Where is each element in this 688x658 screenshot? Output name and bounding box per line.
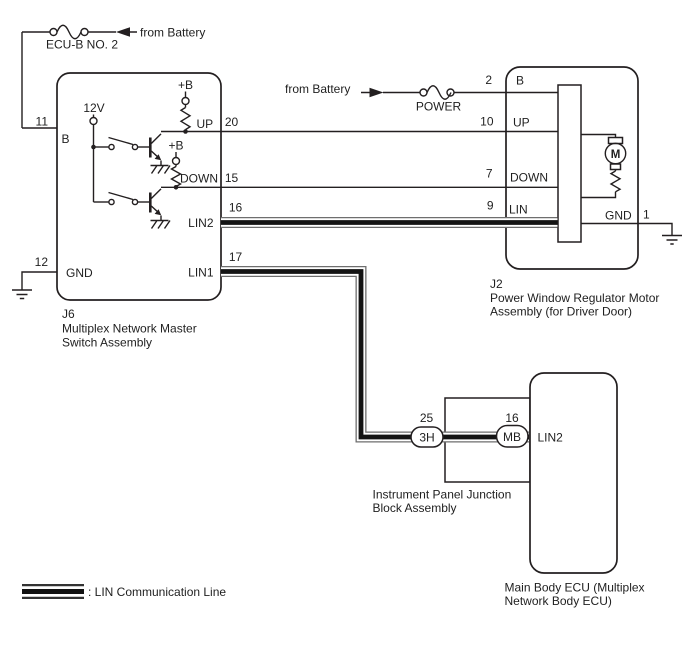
legend: : LIN Communication Line xyxy=(22,584,226,599)
earth-ground-icon xyxy=(12,289,32,300)
earth-ground-icon xyxy=(662,234,682,245)
j6-up-label: UP xyxy=(197,117,214,131)
motor-return-wire xyxy=(581,191,617,199)
gnd12-wire xyxy=(21,271,57,290)
j6-lin1-label: LIN1 xyxy=(188,266,214,280)
resistor-icon xyxy=(609,170,622,193)
transistor-icon-up xyxy=(149,133,162,166)
j2-ref-label: J2 xyxy=(490,277,503,291)
switch-icon-down xyxy=(93,191,151,206)
j2-gnd-label: GND xyxy=(605,209,632,223)
ecu-lin2-label: LIN2 xyxy=(538,431,564,445)
j2-pin2-number: 2 xyxy=(485,73,492,87)
ecu-name-line2: Network Body ECU) xyxy=(505,594,612,608)
connector-oval-3h xyxy=(410,426,444,448)
junction-pin16-number: 16 xyxy=(505,411,519,425)
resistor-icon xyxy=(179,106,192,131)
switch-icon-up xyxy=(93,136,151,151)
battery-feed-ecub: from Battery ECU-B NO. 2 xyxy=(21,24,205,129)
j6-name-line2: Switch Assembly xyxy=(62,336,152,350)
j6-switch-assembly-box xyxy=(56,72,222,301)
transistor-icon-down xyxy=(149,188,162,221)
j2-up-label: UP xyxy=(513,116,530,130)
j2-b-label: B xyxy=(516,74,524,88)
fuse-icon xyxy=(49,24,89,40)
j6-pin16-number: 16 xyxy=(229,201,243,215)
connector-3h-label: 3H xyxy=(419,431,434,445)
ecub-feed-wire xyxy=(21,31,137,129)
from-battery-label-mid: from Battery xyxy=(285,82,350,96)
motor-circuit: M xyxy=(581,133,627,199)
j2-lin-label: LIN xyxy=(509,203,528,217)
j2-down-label: DOWN xyxy=(510,171,548,185)
j2-name-line2: Assembly (for Driver Door) xyxy=(490,305,632,319)
j2-pin1-number: 1 xyxy=(643,208,650,222)
j6-down-label: DOWN xyxy=(180,172,218,186)
junction-name-line2: Block Assembly xyxy=(373,501,457,515)
chassis-ground-icon-down xyxy=(150,219,171,229)
motor-feed-wire xyxy=(581,133,617,138)
j6-gnd-label: GND xyxy=(66,266,93,280)
j6-pin20-number: 20 xyxy=(225,115,239,129)
j6-name-line1: Multiplex Network Master xyxy=(62,322,197,336)
j6-ground xyxy=(12,271,57,300)
j2-pin9-number: 9 xyxy=(487,199,494,213)
j2-ground xyxy=(581,222,682,245)
j6-internal-circuit: 12V +B xyxy=(83,78,218,229)
lin1-wire xyxy=(221,266,529,443)
j6-plus-b2-label: +B xyxy=(168,139,183,153)
battery-feed-power: from Battery POWER xyxy=(285,82,558,114)
plus-b-resistor-up: +B xyxy=(178,78,193,134)
j6-12v-label: 12V xyxy=(83,101,104,115)
ecub-fuse-label: ECU-B NO. 2 xyxy=(46,38,118,52)
j6-pin15-number: 15 xyxy=(225,171,239,185)
arrow-right-icon xyxy=(369,87,384,98)
connector-oval-mb xyxy=(495,424,529,448)
connector-mb-label: MB xyxy=(503,430,521,444)
j6-lin2-label: LIN2 xyxy=(188,216,214,230)
j2-name-line1: Power Window Regulator Motor xyxy=(490,291,659,305)
junction-name-line1: Instrument Panel Junction xyxy=(373,488,512,502)
j6-pin17-number: 17 xyxy=(229,250,243,264)
gnd1-wire xyxy=(581,222,673,236)
j6-pin12-number: 12 xyxy=(35,255,49,269)
j2-pin10-number: 10 xyxy=(480,115,494,129)
j6-ref-label: J6 xyxy=(62,307,75,321)
motor-letter: M xyxy=(611,149,621,161)
j2-pin7-number: 7 xyxy=(486,167,493,181)
fuse-icon xyxy=(419,85,455,100)
power-fuse-label: POWER xyxy=(416,100,462,114)
from-battery-label-top: from Battery xyxy=(140,26,205,40)
main-body-ecu-box xyxy=(529,372,618,574)
arrow-left-icon xyxy=(116,27,130,37)
chassis-ground-icon-up xyxy=(150,164,171,174)
ecu-name-line1: Main Body ECU (Multiplex xyxy=(505,581,645,595)
j6-pin11-number: 11 xyxy=(36,115,49,129)
resistor-icon xyxy=(170,165,182,188)
junction-pin25-number: 25 xyxy=(420,411,434,425)
motor-brush-bottom xyxy=(609,163,622,171)
j6-plus-b1-label: +B xyxy=(178,78,193,92)
j6-b-label: B xyxy=(62,132,70,146)
legend-lin-label: : LIN Communication Line xyxy=(88,585,226,599)
j2-internal-connector-rect xyxy=(557,84,582,243)
